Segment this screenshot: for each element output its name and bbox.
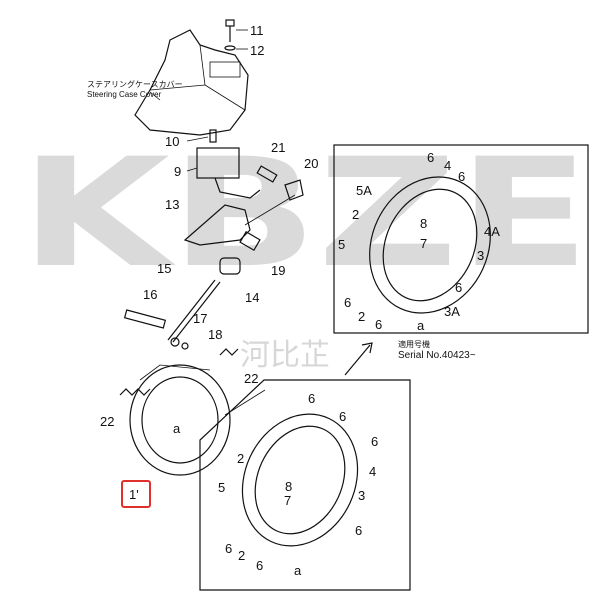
callout-17[interactable]: 17 <box>193 311 207 326</box>
callout-18[interactable]: 18 <box>208 327 222 342</box>
inset-callout: 6 <box>427 150 434 165</box>
callout-20[interactable]: 20 <box>304 156 318 171</box>
inset-callout: 3 <box>358 488 365 503</box>
callout-9[interactable]: 9 <box>174 164 181 179</box>
callout-14[interactable]: 14 <box>245 290 259 305</box>
steering-case-cover <box>134 29 249 136</box>
watermark-chinese: 河比芷 <box>240 338 330 373</box>
callout-1-prime[interactable]: 1' <box>129 487 139 502</box>
callout-19[interactable]: 19 <box>271 263 285 278</box>
inset-callout: 6 <box>355 523 362 538</box>
inset-callout: 7 <box>284 493 291 508</box>
inset-callout: 5A <box>356 183 372 198</box>
inset-callout: 6 <box>256 558 263 573</box>
callout-11[interactable]: 11 <box>250 23 264 38</box>
inset-callout: 8 <box>420 216 427 231</box>
callout-10[interactable]: 10 <box>165 134 179 149</box>
inset-callout: 4 <box>444 158 451 173</box>
inset-callout: 6 <box>225 541 232 556</box>
inset-callout: a <box>294 563 302 578</box>
serial-label-en: Serial No.40423~ <box>398 350 476 361</box>
inset-callout: 2 <box>238 548 245 563</box>
inset-callout: 2 <box>358 309 365 324</box>
inset-callout: 6 <box>308 391 315 406</box>
inset-callout: 4 <box>369 464 376 479</box>
inset-callout: 5 <box>218 480 225 495</box>
inset-callout: 5 <box>338 237 345 252</box>
callout-22-left[interactable]: 22 <box>100 414 114 429</box>
inset-callout: 8 <box>285 479 292 494</box>
watermark-logo: KBZE <box>20 127 590 301</box>
inset-callout: 6 <box>339 409 346 424</box>
inset-callout: 3A <box>444 304 460 319</box>
inset-callout: 6 <box>371 434 378 449</box>
callout-13[interactable]: 13 <box>165 197 179 212</box>
callout-16[interactable]: 16 <box>143 287 157 302</box>
cover-label-en: Steering Case Cover <box>87 90 162 99</box>
lower-inset: 6 6 6 2 4 5 8 3 7 6 6 2 6 a <box>199 379 411 591</box>
inset-callout: 6 <box>455 280 462 295</box>
inset-callout: 2 <box>237 451 244 466</box>
inset-callout: 6 <box>344 295 351 310</box>
inset-callout: 6 <box>375 317 382 332</box>
inset-callout: 4A <box>484 224 500 239</box>
arrow-icon <box>344 342 373 376</box>
callout-21[interactable]: 21 <box>271 140 285 155</box>
inset-callout: 3 <box>477 248 484 263</box>
callout-15[interactable]: 15 <box>157 261 171 276</box>
cover-label-jp: ステアリングケースカバー <box>87 79 183 89</box>
upper-inset: 6 4 6 5A 8 2 4A 7 5 3 6 6 2 6 3A a <box>333 144 589 334</box>
callout-22-right[interactable]: 22 <box>244 371 258 386</box>
inset-callout: 7 <box>420 236 427 251</box>
selected-part-highlight[interactable] <box>121 480 151 508</box>
inset-callout: a <box>417 318 425 333</box>
serial-label-jp: 適用号機 <box>398 339 430 349</box>
inset-callout: 2 <box>352 207 359 222</box>
callout-12[interactable]: 12 <box>250 43 264 58</box>
callout-a: a <box>173 421 181 436</box>
inset-callout: 6 <box>458 169 465 184</box>
part-callouts: 11 12 10 9 21 20 13 15 19 14 16 17 18 22… <box>100 23 318 436</box>
